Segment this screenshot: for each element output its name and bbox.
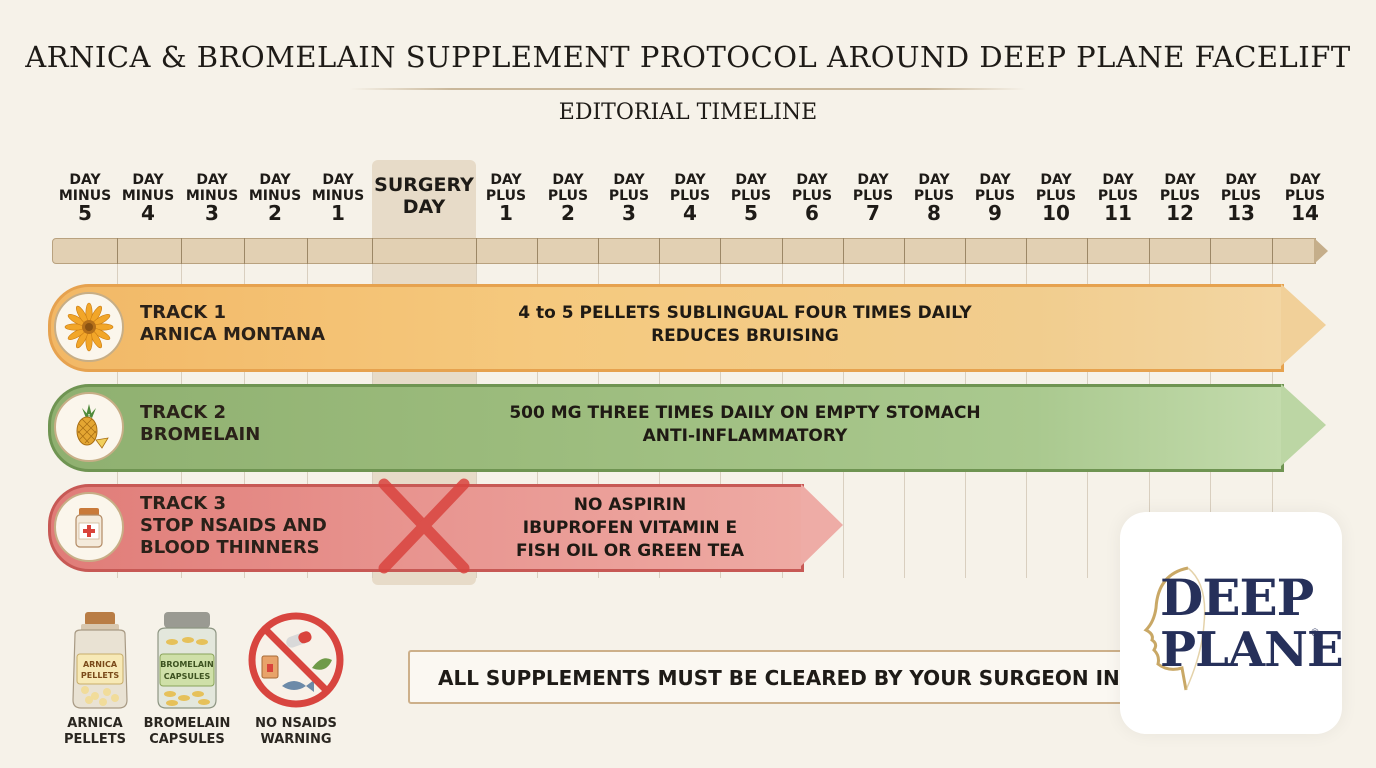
ruler-tick	[117, 238, 118, 264]
ruler-tick	[720, 238, 721, 264]
medicine-bottle-icon	[54, 492, 124, 562]
ruler-tick	[244, 238, 245, 264]
svg-text:BROMELAIN: BROMELAIN	[160, 660, 213, 669]
timeline-ruler	[52, 238, 1316, 264]
page-subtitle: EDITORIAL TIMELINE	[558, 100, 818, 125]
ruler-tick	[372, 238, 373, 264]
surgeon-clearance-notice: ALL SUPPLEMENTS MUST BE CLEARED BY YOUR …	[408, 650, 1320, 704]
ruler-tick	[659, 238, 660, 264]
ruler-tick	[537, 238, 538, 264]
registered-mark: ®	[1310, 628, 1320, 639]
track-2-bromelain-bar	[48, 384, 1284, 472]
ruler-tick	[904, 238, 905, 264]
ruler-tick	[598, 238, 599, 264]
ruler-tick	[1087, 238, 1088, 264]
svg-text:CAPSULES: CAPSULES	[164, 672, 211, 681]
ruler-tick	[307, 238, 308, 264]
ruler-tick	[1149, 238, 1150, 264]
ruler-tick	[1272, 238, 1273, 264]
ruler-tick	[1026, 238, 1027, 264]
ruler-tick	[1210, 238, 1211, 264]
arnica-jar-icon: ARNICA PELLETS	[55, 610, 145, 714]
ruler-tick	[476, 238, 477, 264]
ruler-tick	[843, 238, 844, 264]
page-title: ARNICA & BROMELAIN SUPPLEMENT PROTOCOL A…	[25, 40, 1351, 74]
track-1-arrow	[1281, 284, 1326, 366]
face-profile-icon	[1143, 566, 1206, 691]
ruler-tick	[782, 238, 783, 264]
ruler-tick	[965, 238, 966, 264]
svg-text:ARNICA: ARNICA	[83, 660, 118, 669]
pineapple-icon	[54, 392, 124, 462]
title-divider	[350, 88, 1026, 90]
surgery-day-label: SURGERY DAY	[374, 174, 474, 218]
logo-word-deep: DEEP	[1160, 568, 1314, 627]
surgery-day-stop-x-icon	[374, 474, 474, 578]
svg-text:PELLETS: PELLETS	[81, 671, 119, 680]
track-1-description: 4 to 5 PELLETS SUBLINGUAL FOUR TIMES DAI…	[518, 303, 972, 346]
arnica-flower-icon	[54, 292, 124, 362]
timeline-ruler-arrow	[1314, 238, 1328, 264]
track-3-arrow	[801, 484, 843, 566]
ruler-tick	[181, 238, 182, 264]
track-2-arrow	[1281, 384, 1326, 466]
bromelain-jar-icon: BROMELAIN CAPSULES	[142, 610, 232, 714]
no-nsaids-icon	[246, 610, 344, 714]
track-2-description: 500 MG THREE TIMES DAILY ON EMPTY STOMAC…	[509, 403, 981, 446]
track-1-arnica-bar	[48, 284, 1284, 372]
deep-plane-logo: DEEP PLANE ®	[1120, 512, 1344, 734]
logo-word-plane: PLANE	[1160, 622, 1344, 678]
